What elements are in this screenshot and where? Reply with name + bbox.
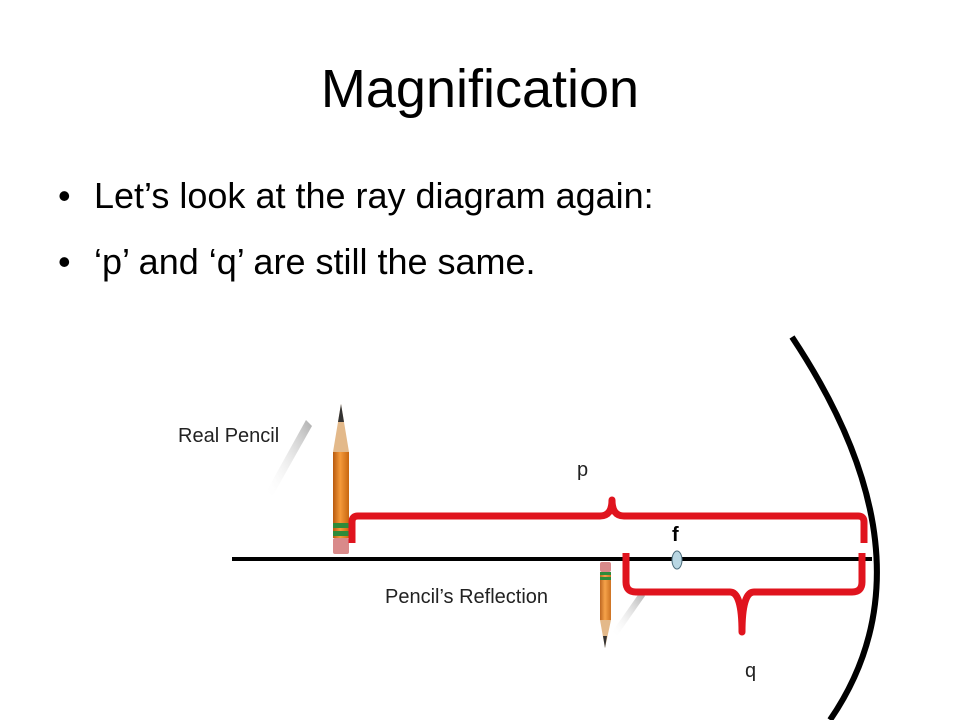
q-bracket — [622, 553, 866, 636]
bullet-list: • Let’s look at the ray diagram again: •… — [58, 178, 654, 310]
bullet-marker: • — [58, 175, 71, 216]
concave-mirror — [789, 335, 880, 720]
reflection-shadow — [612, 592, 645, 636]
real-pencil-label: Real Pencil — [178, 425, 279, 447]
bullet-text: ‘p’ and ‘q’ are still the same. — [94, 241, 536, 282]
focal-label: f — [672, 524, 679, 546]
p-bracket — [348, 496, 868, 543]
slide-title: Magnification — [320, 59, 640, 119]
bullet-text: Let’s look at the ray diagram again: — [94, 175, 654, 216]
focal-point — [671, 550, 683, 570]
bullet-marker: • — [58, 241, 71, 282]
reflected-pencil — [600, 562, 611, 648]
real-pencil-shadow — [266, 420, 312, 497]
real-pencil — [333, 404, 349, 554]
p-label: p — [577, 459, 588, 481]
bullet-item: • ‘p’ and ‘q’ are still the same. — [58, 244, 654, 280]
reflection-label: Pencil’s Reflection — [385, 586, 548, 608]
q-label: q — [745, 660, 756, 682]
bullet-item: • Let’s look at the ray diagram again: — [58, 178, 654, 214]
